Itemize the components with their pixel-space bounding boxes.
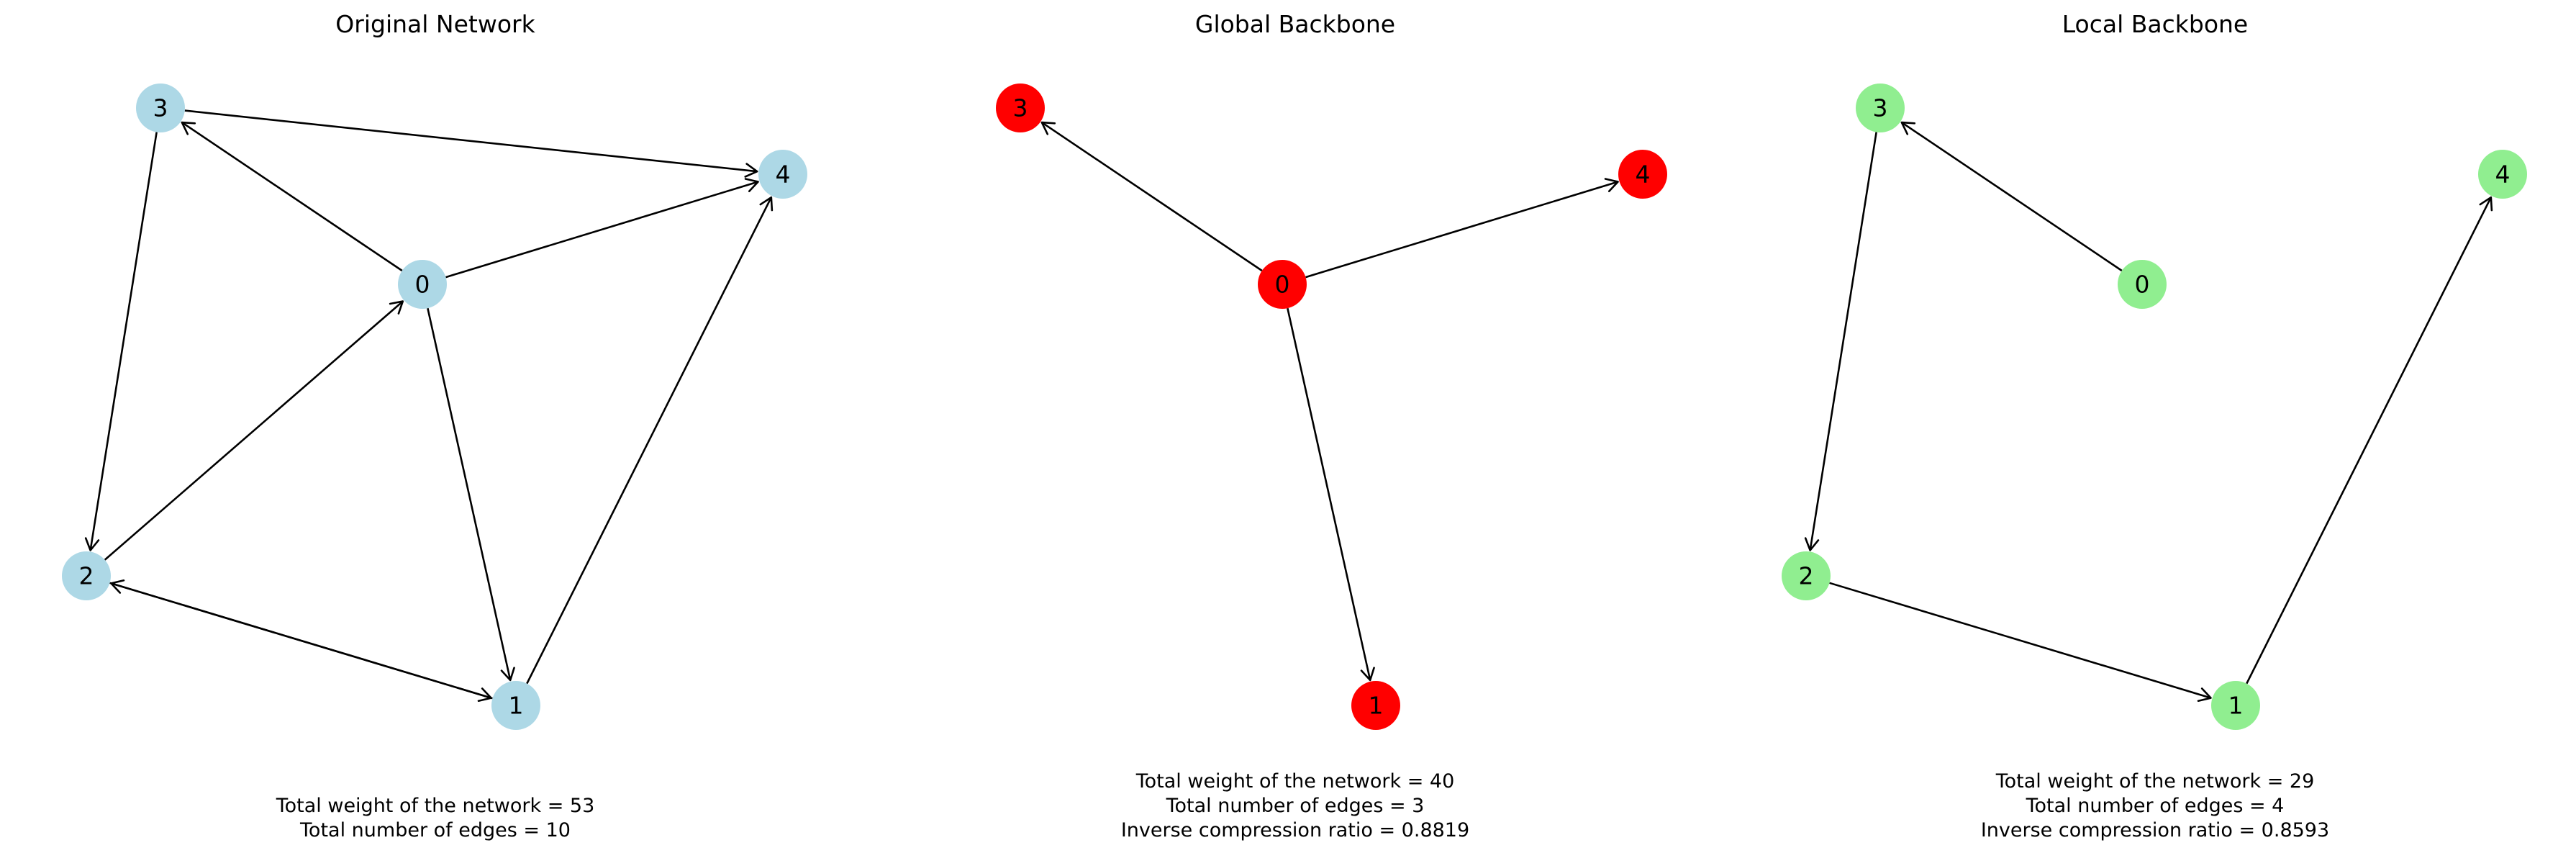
node-label: 1 <box>2228 692 2244 720</box>
panel-title: Global Backbone <box>1195 10 1395 38</box>
edge-0-to-1 <box>1287 307 1375 682</box>
node-circle <box>398 260 447 309</box>
edge-1-to-2 <box>110 579 493 700</box>
arrowhead <box>744 178 759 192</box>
arrowhead <box>1360 667 1375 682</box>
node-circle <box>62 551 111 600</box>
edge-0-to-1 <box>427 307 515 682</box>
edge-0-to-4 <box>445 178 759 279</box>
panel-title: Original Network <box>335 10 535 38</box>
node-label: 3 <box>153 94 168 122</box>
edge-3-to-2 <box>1804 132 1877 551</box>
arrowhead <box>1604 178 1619 192</box>
arrowhead <box>389 300 404 315</box>
node-circle <box>1258 260 1307 309</box>
arrowhead <box>84 537 100 551</box>
arrowhead <box>181 121 196 135</box>
edge-3-to-2 <box>84 132 158 551</box>
node-circle <box>491 681 540 730</box>
nodes: 0 1 2 3 4 <box>62 84 807 730</box>
node-4: 4 <box>2478 150 2527 199</box>
arrowhead <box>2197 687 2212 703</box>
arrowhead <box>759 196 774 212</box>
node-label: 4 <box>776 161 791 189</box>
node-label: 4 <box>2495 161 2511 189</box>
node-0: 0 <box>1258 260 1307 309</box>
edge-3-to-4 <box>184 109 758 178</box>
arrowhead <box>110 579 125 594</box>
edge-1-to-4 <box>526 196 774 685</box>
node-1: 1 <box>491 681 540 730</box>
node-label: 4 <box>1636 161 1651 189</box>
node-0: 0 <box>2118 260 2167 309</box>
node-1: 1 <box>2211 681 2260 730</box>
edge-0-to-4 <box>1305 178 1619 279</box>
node-circle <box>1351 681 1400 730</box>
node-circle <box>136 84 185 132</box>
node-label: 3 <box>1013 94 1028 122</box>
node-label: 2 <box>1799 562 1814 590</box>
arrowhead <box>1040 121 1056 135</box>
nodes: 0 1 2 3 4 <box>1782 84 2527 730</box>
arrowhead <box>1804 537 1820 551</box>
edge-2-to-1 <box>1829 582 2212 703</box>
node-3: 3 <box>1856 84 1905 132</box>
arrowhead <box>744 163 758 178</box>
node-2: 2 <box>1782 551 1831 600</box>
arrowhead <box>1900 121 1916 135</box>
edge-0-to-3 <box>181 121 403 272</box>
node-1: 1 <box>1351 681 1400 730</box>
edge-0-to-3 <box>1040 121 1263 272</box>
edge-1-to-4 <box>2246 196 2493 685</box>
node-4: 4 <box>1618 150 1667 199</box>
caption-line: Total weight of the network = 53 <box>276 795 595 817</box>
node-2: 2 <box>62 551 111 600</box>
arrowhead <box>2479 196 2493 212</box>
caption-line: Inverse compression ratio = 0.8819 <box>1121 819 1469 841</box>
edges <box>84 109 774 703</box>
node-circle <box>758 150 807 199</box>
node-3: 3 <box>996 84 1045 132</box>
node-circle <box>2211 681 2260 730</box>
caption-line: Inverse compression ratio = 0.8593 <box>1981 819 2329 841</box>
node-circle <box>1782 551 1831 600</box>
node-circle <box>2478 150 2527 199</box>
node-label: 3 <box>1873 94 1888 122</box>
node-label: 0 <box>415 271 430 299</box>
node-label: 1 <box>509 692 524 720</box>
node-label: 0 <box>1275 271 1290 299</box>
node-circle <box>1618 150 1667 199</box>
node-0: 0 <box>398 260 447 309</box>
arrowhead <box>500 667 515 682</box>
edges <box>1040 121 1619 682</box>
node-3: 3 <box>136 84 185 132</box>
node-circle <box>2118 260 2167 309</box>
caption-line: Total weight of the network = 40 <box>1135 770 1455 793</box>
edge-0-to-3 <box>1900 121 2123 272</box>
node-label: 2 <box>79 562 94 590</box>
node-circle <box>996 84 1045 132</box>
edges <box>1804 121 2493 703</box>
node-label: 0 <box>2135 271 2150 299</box>
node-circle <box>1856 84 1905 132</box>
node-4: 4 <box>758 150 807 199</box>
caption-line: Total number of edges = 10 <box>299 819 571 841</box>
panel-title: Local Backbone <box>2062 10 2249 38</box>
edge-2-to-0 <box>104 300 404 561</box>
caption-line: Total number of edges = 3 <box>1166 795 1425 817</box>
caption-line: Total number of edges = 4 <box>2026 795 2285 817</box>
nodes: 0 1 3 4 <box>996 84 1667 730</box>
caption-line: Total weight of the network = 29 <box>1995 770 2315 793</box>
node-label: 1 <box>1369 692 1384 720</box>
